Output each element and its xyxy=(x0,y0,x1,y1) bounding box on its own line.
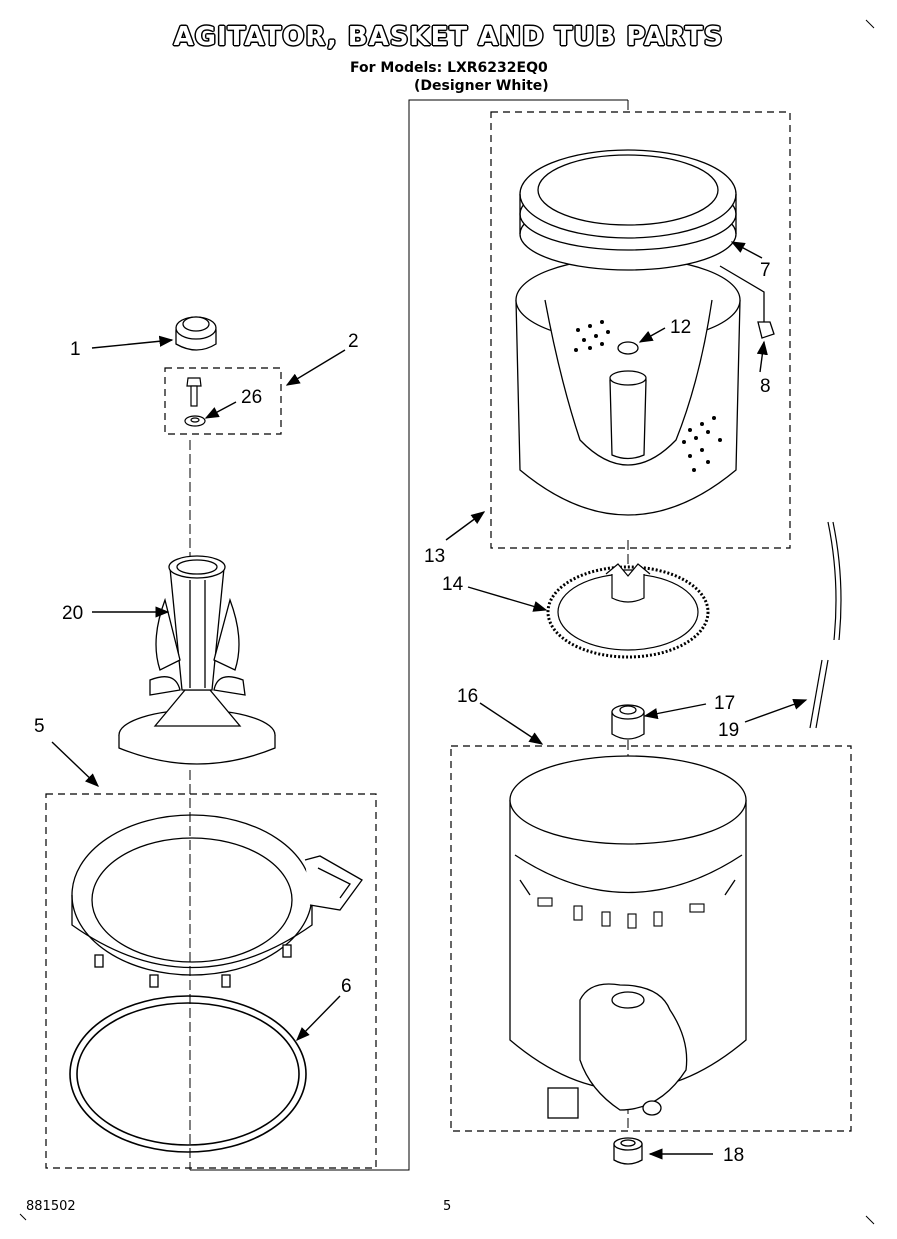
tub-ring-gasket xyxy=(69,995,307,1153)
corner-marks xyxy=(19,19,875,1225)
balance-ring-clip xyxy=(719,265,775,339)
callout-17: 17 xyxy=(714,693,736,714)
callout-13: 13 xyxy=(424,546,446,567)
callout-16: 16 xyxy=(457,686,479,707)
callout-1: 1 xyxy=(70,339,81,360)
box-part-13 xyxy=(490,111,791,549)
callout-7: 7 xyxy=(760,260,771,281)
outer-tub xyxy=(509,755,747,1119)
agitator-cap xyxy=(175,316,217,351)
callout-5: 5 xyxy=(34,716,45,737)
spin-basket xyxy=(515,149,741,516)
tub-ring xyxy=(71,814,363,988)
box-part-16 xyxy=(450,745,852,1132)
callout-12: 12 xyxy=(670,317,692,338)
box-part-2 xyxy=(164,367,282,435)
callout-8: 8 xyxy=(760,376,771,397)
callout-20: 20 xyxy=(62,603,84,624)
bolt-and-washer xyxy=(184,377,206,427)
callout-2: 2 xyxy=(348,331,359,352)
agitator xyxy=(118,555,276,765)
callout-18: 18 xyxy=(723,1145,745,1166)
page-title: AGITATOR, BASKET AND TUB PARTS xyxy=(173,22,724,52)
callout-19: 19 xyxy=(718,720,740,741)
page-number: 5 xyxy=(443,1199,452,1214)
hose xyxy=(809,521,842,729)
tub-vent-slots xyxy=(537,897,705,929)
basket-holes xyxy=(574,320,722,472)
tub-seal xyxy=(611,704,645,740)
leader-arrows xyxy=(51,241,808,1160)
document-code: 881502 xyxy=(26,1199,76,1214)
callout-6: 6 xyxy=(341,976,352,997)
variant-line: (Designer White) xyxy=(414,78,549,94)
drive-hub xyxy=(546,563,710,659)
drain-plug xyxy=(613,1137,643,1165)
callout-26: 26 xyxy=(241,387,263,408)
models-line: For Models: LXR6232EQ0 xyxy=(350,60,548,76)
group-boxes xyxy=(45,111,852,1169)
box-part-5 xyxy=(45,793,377,1169)
callout-14: 14 xyxy=(442,574,464,595)
